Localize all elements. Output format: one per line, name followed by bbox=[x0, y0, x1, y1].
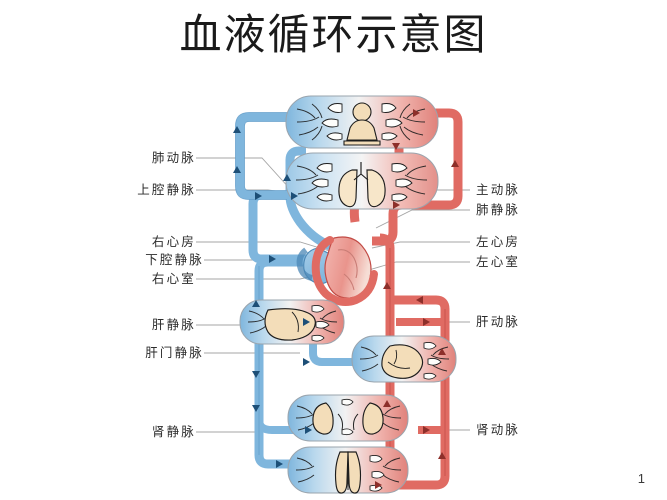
arrow-artery-10 bbox=[423, 318, 430, 326]
arrow-artery-1 bbox=[392, 143, 400, 150]
superior-vena-cava-vessel bbox=[235, 112, 288, 200]
arrow-vein-8 bbox=[252, 405, 260, 412]
arrow-artery-9 bbox=[438, 452, 446, 459]
kidney-right bbox=[362, 402, 384, 435]
heart-outer-vessel bbox=[311, 236, 378, 306]
arrow-artery-6 bbox=[383, 400, 391, 407]
label-left-atrium: 左心房 bbox=[476, 235, 521, 249]
label-left-ventricle: 左心室 bbox=[476, 255, 521, 269]
pulmonary-artery-vessel bbox=[285, 146, 332, 251]
capillary-bed-head-upper-body bbox=[285, 95, 439, 149]
heart bbox=[296, 236, 378, 306]
label-right-ventricle: 右心室 bbox=[151, 272, 196, 286]
label-superior-vena-cava: 上腔静脉 bbox=[137, 183, 196, 197]
arrow-vein-12 bbox=[303, 358, 310, 366]
head-bed-outflow bbox=[422, 108, 463, 210]
label-inferior-vena-cava: 下腔静脉 bbox=[145, 253, 204, 267]
arrow-artery-8 bbox=[438, 348, 446, 355]
flow-arrows bbox=[233, 109, 459, 489]
leader-left-atrium bbox=[371, 241, 470, 249]
arrow-vein-10 bbox=[305, 426, 312, 434]
capillary-bed-liver bbox=[239, 299, 345, 345]
arrow-artery-5 bbox=[383, 282, 391, 289]
descending-aorta bbox=[379, 233, 395, 476]
label-hepatic-portal-vein: 肝门静脉 bbox=[145, 346, 204, 360]
arrow-artery-4 bbox=[393, 201, 400, 209]
digestive-organ bbox=[381, 344, 424, 379]
leader-pulmonary-vein bbox=[375, 209, 470, 229]
arrow-vein-2 bbox=[233, 166, 241, 173]
arrow-vein-5 bbox=[269, 255, 276, 263]
capillary-bed-lower-body bbox=[287, 446, 409, 494]
arrow-vein-3 bbox=[255, 192, 262, 200]
capillary-bed-lungs bbox=[285, 152, 439, 210]
arrow-vein-4 bbox=[291, 192, 298, 200]
label-right-atrium: 右心房 bbox=[151, 235, 196, 249]
arrow-vein-9 bbox=[276, 460, 283, 468]
label-renal-artery: 肾动脉 bbox=[476, 423, 521, 437]
arrow-vein-7 bbox=[252, 371, 260, 378]
left-heart-chamber bbox=[324, 236, 372, 299]
label-renal-vein: 肾静脉 bbox=[151, 425, 196, 439]
leader-left-ventricle bbox=[361, 261, 470, 273]
arrow-vein-6 bbox=[252, 300, 260, 307]
label-pulmonary-vein: 肺静脉 bbox=[476, 203, 521, 217]
arrow-artery-2 bbox=[451, 160, 459, 167]
arrow-artery-12 bbox=[375, 481, 382, 489]
arrow-artery-3 bbox=[413, 109, 420, 117]
label-pulmonary-artery: 肺动脉 bbox=[151, 151, 196, 165]
capillary-bed-kidneys bbox=[287, 394, 409, 442]
arrow-pulmonary-artery bbox=[283, 174, 291, 181]
arrow-artery-11 bbox=[423, 426, 430, 434]
arrow-artery-7 bbox=[416, 296, 423, 304]
label-hepatic-artery: 肝动脉 bbox=[476, 315, 521, 329]
arrow-vein-1 bbox=[233, 126, 241, 133]
liver-organ bbox=[264, 308, 316, 341]
kidney-left bbox=[312, 402, 334, 435]
page-number: 1 bbox=[637, 471, 645, 486]
leader-lines bbox=[196, 157, 470, 437]
label-aorta: 主动脉 bbox=[476, 183, 521, 197]
label-hepatic-vein: 肝静脉 bbox=[151, 318, 196, 332]
arrow-vein-11 bbox=[303, 318, 310, 326]
page-title: 血液循环示意图 bbox=[179, 13, 488, 59]
capillary-bed-digestive bbox=[351, 335, 457, 383]
